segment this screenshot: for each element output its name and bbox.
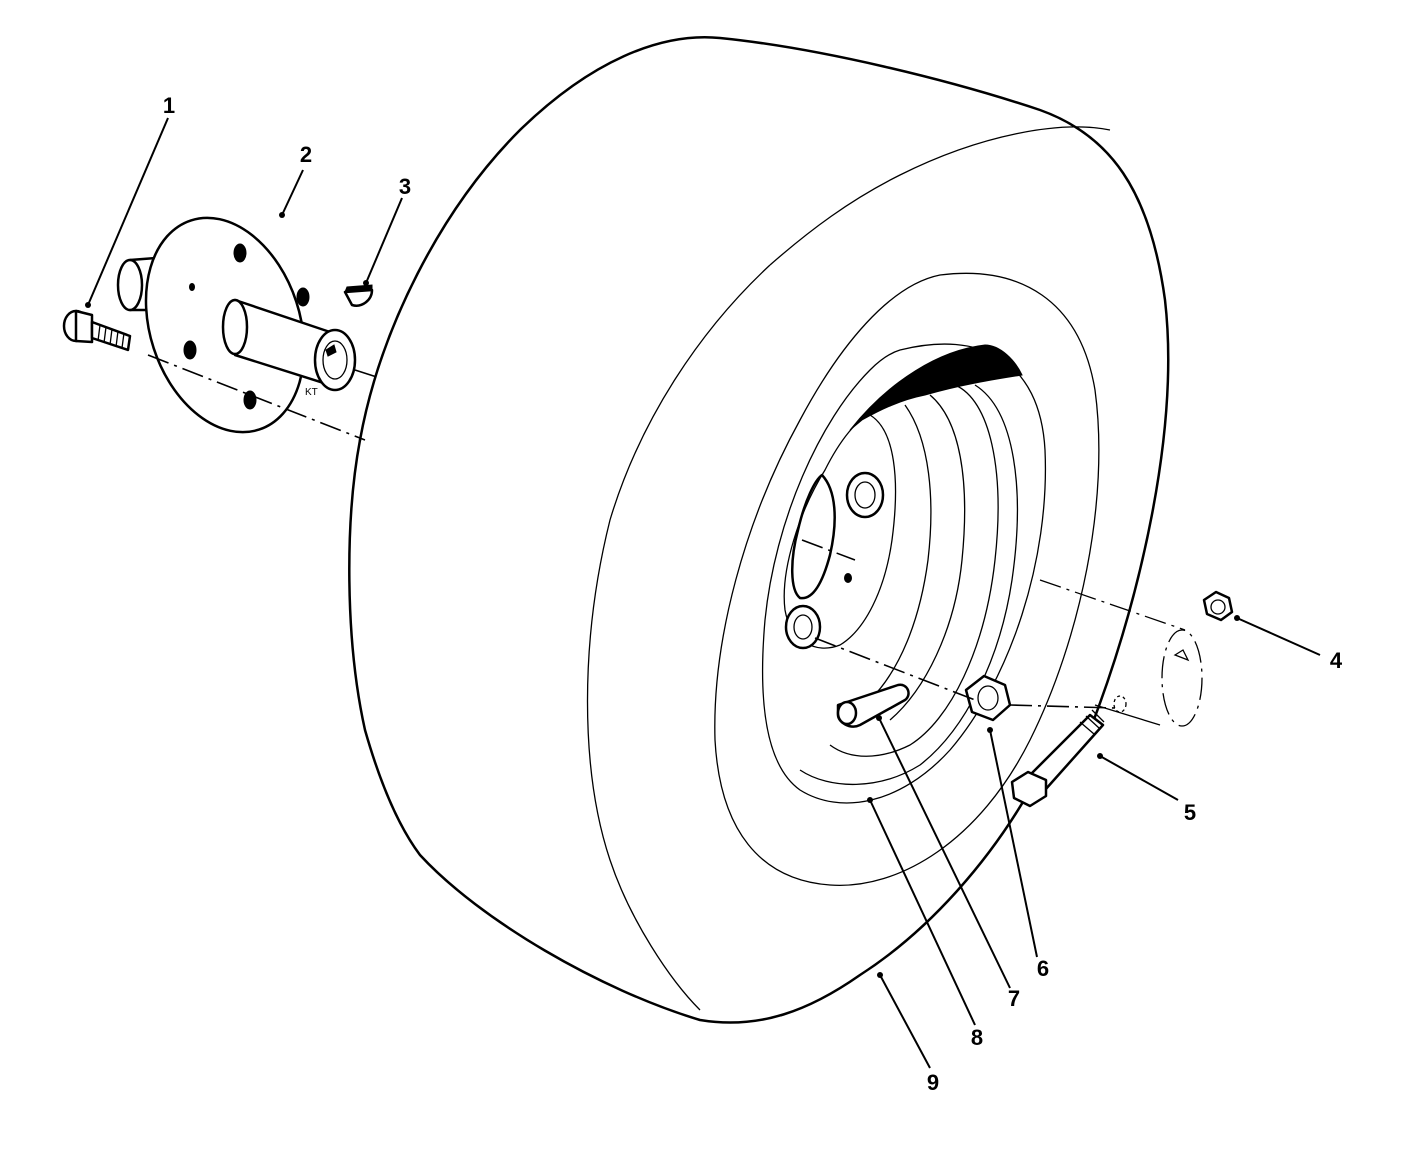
callout-leaders xyxy=(85,117,1321,1069)
callout-7: 7 xyxy=(1008,986,1020,1011)
nut-4 xyxy=(1202,590,1234,622)
callout-3: 3 xyxy=(399,174,411,199)
callout-numbers: 1 2 3 4 5 6 7 8 9 xyxy=(163,93,1343,1095)
bolt-1 xyxy=(62,309,132,352)
callout-9: 9 xyxy=(927,1070,939,1095)
rim xyxy=(761,343,1047,804)
spacer-tube xyxy=(1039,579,1203,727)
callout-4: 4 xyxy=(1330,648,1343,673)
lug-nut xyxy=(964,674,1012,722)
key xyxy=(343,284,374,307)
lug-seat xyxy=(845,471,885,519)
callout-8: 8 xyxy=(971,1025,983,1050)
callout-6: 6 xyxy=(1037,956,1049,981)
center-lines xyxy=(147,354,1116,709)
tire xyxy=(348,36,1170,1024)
callout-1: 1 xyxy=(163,93,175,118)
valve-stem xyxy=(836,683,910,728)
lug-seat xyxy=(784,604,822,650)
callout-2: 2 xyxy=(300,142,312,167)
bolt-5 xyxy=(1010,695,1127,808)
callout-5: 5 xyxy=(1184,800,1196,825)
hub-mark: KT xyxy=(305,387,318,398)
hub: KT xyxy=(116,216,357,434)
